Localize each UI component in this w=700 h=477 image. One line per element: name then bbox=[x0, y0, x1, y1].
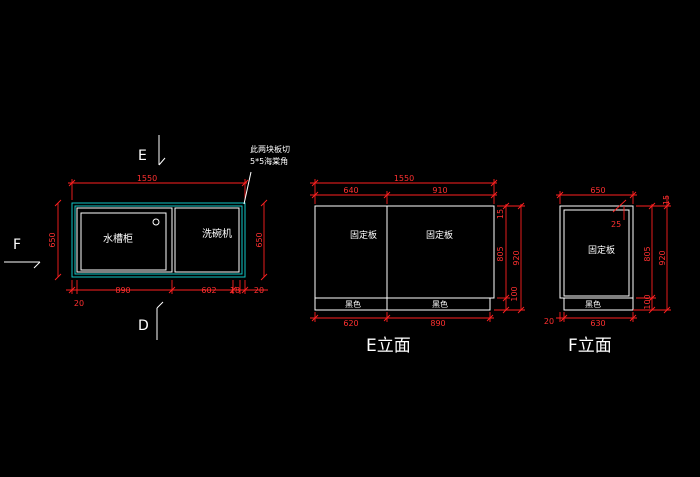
e-panel-right-label: 固定板 bbox=[426, 229, 453, 241]
section-marker-d: D bbox=[138, 318, 149, 334]
e-dim-bottom-left: 620 bbox=[343, 319, 358, 328]
dim-tick bbox=[490, 179, 498, 187]
section-marker-e: E bbox=[138, 148, 147, 164]
dim-tick bbox=[502, 294, 510, 302]
dim-tick bbox=[260, 273, 268, 281]
dim-tick bbox=[502, 202, 510, 210]
dim-tick bbox=[311, 191, 319, 199]
dim-tick bbox=[560, 314, 568, 322]
dim-tick bbox=[486, 314, 494, 322]
f-dim-corner: 25 bbox=[611, 220, 621, 229]
dim-tick bbox=[260, 199, 268, 207]
dim-tick bbox=[556, 191, 564, 199]
e-plinth bbox=[314, 297, 491, 311]
dim-edge-right: 20 bbox=[254, 286, 264, 295]
f-dim-body-height: 805 bbox=[643, 246, 652, 261]
f-dim-total-height: 920 bbox=[658, 250, 667, 265]
e-dim-plinth-height: 100 bbox=[510, 286, 519, 301]
plan-view: 水槽柜 洗碗机 1550 650 650 890 602 18 20 bbox=[4, 135, 290, 340]
section-arrow-d-head bbox=[156, 301, 164, 309]
elevation-f: 固定板 黑色 650 25 20 630 15 805 9 bbox=[544, 186, 671, 356]
dim-gap: 18 bbox=[230, 286, 240, 295]
dim-depth-right: 650 bbox=[255, 232, 264, 247]
countertop-outline bbox=[71, 202, 246, 278]
dim-tick bbox=[241, 179, 249, 187]
leader-line bbox=[243, 171, 252, 205]
dim-tick bbox=[383, 314, 391, 322]
dim-dishwasher: 602 bbox=[201, 286, 216, 295]
dim-tick bbox=[648, 202, 656, 210]
e-panel-left-label: 固定板 bbox=[350, 229, 377, 241]
dim-tick bbox=[517, 306, 525, 314]
corner-leader bbox=[612, 199, 627, 213]
sink-cabinet bbox=[76, 207, 173, 273]
section-arrow-e-head bbox=[158, 157, 166, 166]
dim-tick bbox=[648, 306, 656, 314]
f-dim-top: 650 bbox=[590, 186, 605, 195]
f-dim-bottom-edge: 20 bbox=[544, 317, 554, 326]
dim-sink: 890 bbox=[115, 286, 130, 295]
e-dim-bottom-right: 890 bbox=[430, 319, 445, 328]
dim-tick bbox=[502, 306, 510, 314]
dim-tick bbox=[663, 202, 671, 210]
e-dim-body-height: 805 bbox=[496, 246, 505, 261]
e-dim-top-left: 640 bbox=[343, 186, 358, 195]
f-elevation-title: F立面 bbox=[568, 336, 612, 356]
dim-tick bbox=[54, 273, 62, 281]
f-dim-plinth-height: 100 bbox=[643, 294, 652, 309]
drain-icon bbox=[152, 218, 160, 226]
dim-tick bbox=[629, 314, 637, 322]
dim-tick bbox=[54, 199, 62, 207]
e-elevation-title: E立面 bbox=[366, 336, 411, 356]
f-panel-inner bbox=[563, 209, 630, 297]
f-panel-label: 固定板 bbox=[588, 244, 615, 256]
dim-edge-left: 20 bbox=[74, 299, 84, 308]
e-dim-top-right: 910 bbox=[432, 186, 447, 195]
note-line1: 此两块板切 bbox=[250, 144, 290, 154]
dim-tick bbox=[311, 314, 319, 322]
f-dim-bottom: 630 bbox=[590, 319, 605, 328]
e-plinth-right-label: 黑色 bbox=[432, 299, 448, 309]
dim-tick bbox=[490, 191, 498, 199]
sink-basin bbox=[80, 212, 167, 271]
dim-tick bbox=[241, 286, 249, 294]
dim-tick bbox=[663, 306, 671, 314]
section-marker-f: F bbox=[13, 237, 21, 253]
f-plinth bbox=[563, 297, 634, 311]
e-plinth-left-label: 黑色 bbox=[345, 299, 361, 309]
dim-total-width: 1550 bbox=[137, 174, 157, 183]
dim-tick bbox=[68, 286, 76, 294]
f-plinth-label: 黑色 bbox=[585, 299, 601, 309]
dim-tick bbox=[229, 286, 237, 294]
section-arrow-f-head bbox=[33, 261, 41, 269]
dishwasher-cabinet bbox=[174, 207, 240, 273]
e-dim-top-thickness: 15 bbox=[496, 209, 505, 219]
dim-tick bbox=[517, 202, 525, 210]
dim-tick bbox=[648, 294, 656, 302]
elevation-e: 固定板 固定板 黑色 黑色 1550 640 910 620 890 bbox=[310, 174, 525, 356]
dim-tick bbox=[311, 179, 319, 187]
dim-tick bbox=[68, 179, 76, 187]
e-dim-total-height: 920 bbox=[512, 250, 521, 265]
note-line2: 5*5海棠角 bbox=[250, 156, 288, 166]
dim-tick bbox=[168, 286, 176, 294]
sink-label: 水槽柜 bbox=[103, 232, 133, 245]
dim-tick bbox=[629, 191, 637, 199]
f-dim-top-thickness: 15 bbox=[662, 195, 671, 205]
e-cabinet-body bbox=[314, 205, 495, 299]
dim-depth-left: 650 bbox=[48, 232, 57, 247]
dishwasher-label: 洗碗机 bbox=[202, 227, 232, 240]
countertop-inner bbox=[74, 205, 243, 275]
e-dim-total: 1550 bbox=[394, 174, 414, 183]
dim-tick bbox=[383, 191, 391, 199]
